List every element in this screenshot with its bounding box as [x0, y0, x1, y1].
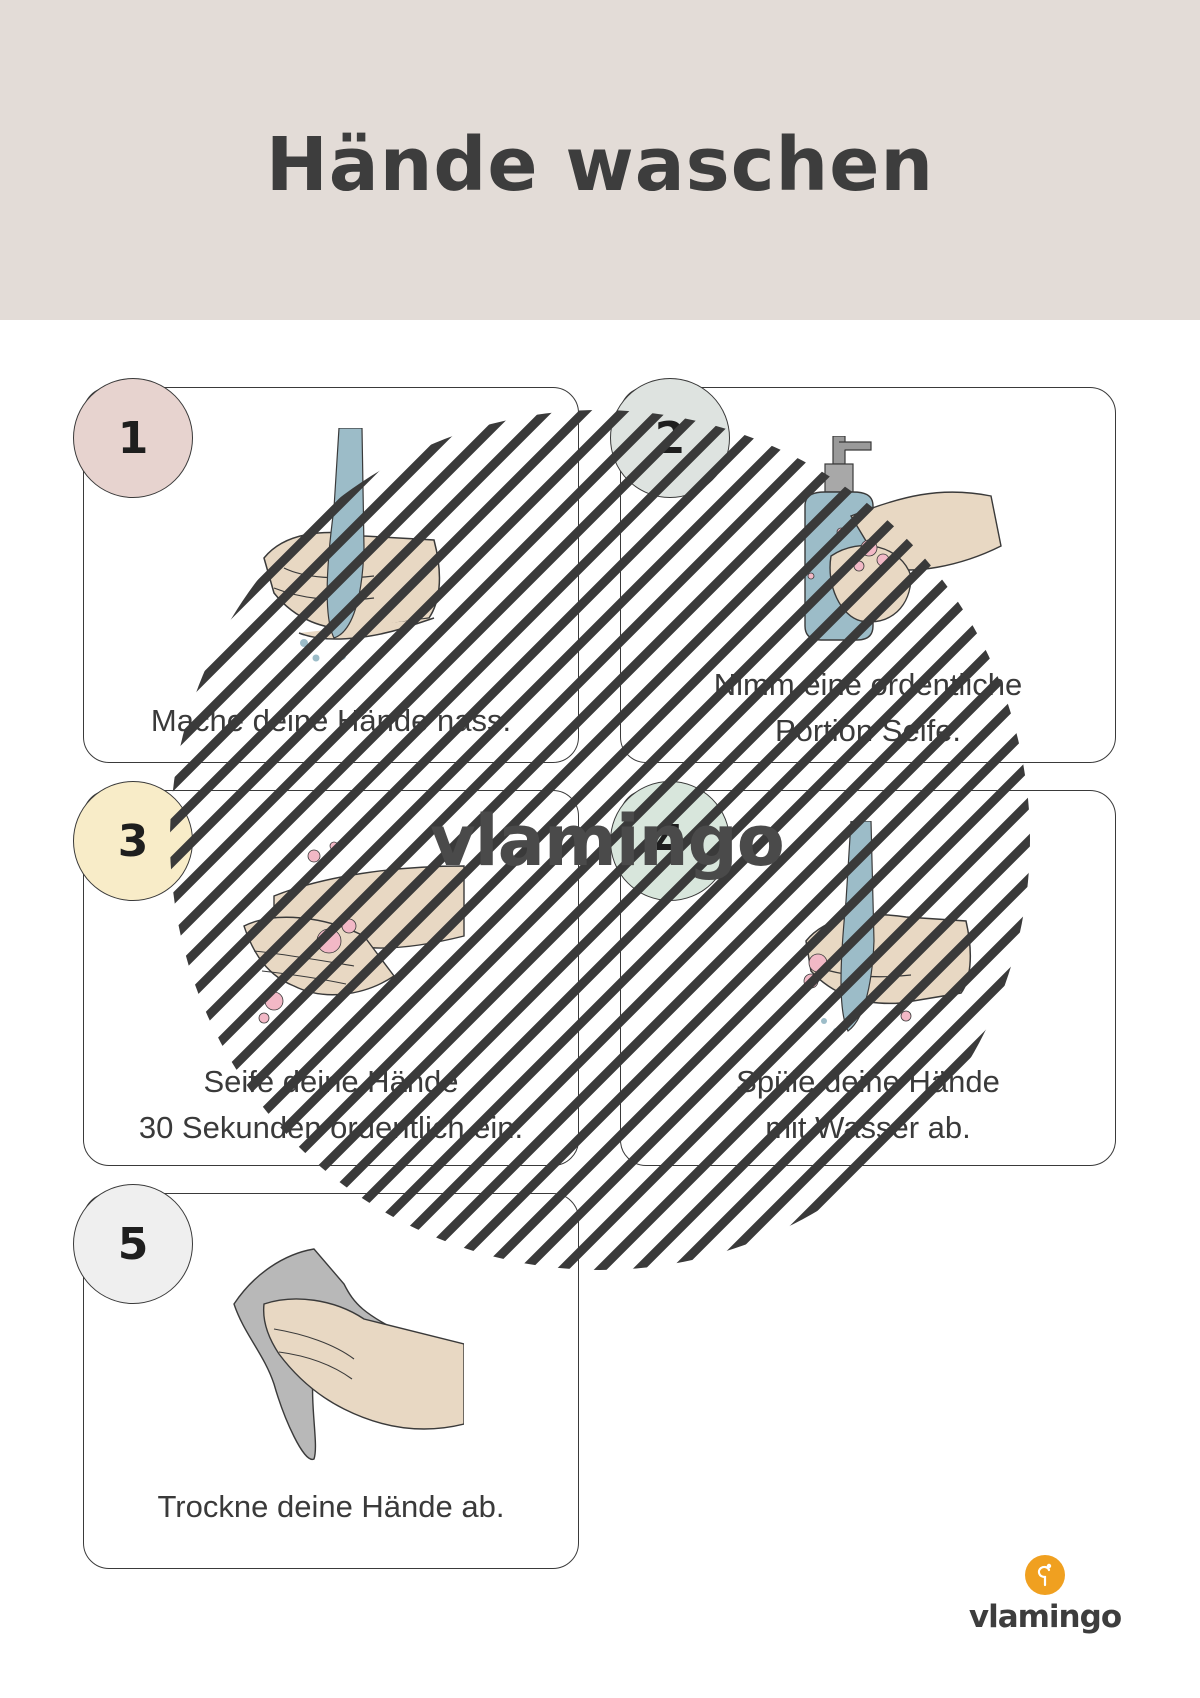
soap-dispenser-icon: [804, 436, 1002, 641]
caption-line: 30 Sekunden ordentlich ein.: [138, 1110, 524, 1145]
wet-hands-icon: [263, 428, 441, 662]
towel-dry-icon: [233, 1248, 464, 1460]
caption-line: Mache deine Hände nass.: [150, 703, 512, 738]
step-number-badge-3: 3: [73, 781, 193, 901]
caption-line: mit Wasser ab.: [765, 1110, 971, 1145]
rinse-hands-icon: [803, 821, 972, 1034]
step-caption: Spüle deine Hände mit Wasser ab.: [621, 1059, 1115, 1151]
step-number-badge-5: 5: [73, 1184, 193, 1304]
step-caption: Seife deine Hände 30 Sekunden ordentlich…: [84, 1059, 578, 1151]
step-number-badge-2: 2: [610, 378, 730, 498]
step-caption: Nimm eine ordentliche Portion Seife.: [621, 662, 1115, 754]
caption-line: Nimm eine ordentliche: [713, 667, 1023, 702]
step-caption: Mache deine Hände nass.: [84, 698, 578, 744]
flamingo-icon: [1025, 1555, 1065, 1595]
caption-line: Trockne deine Hände ab.: [157, 1489, 505, 1524]
caption-line: Seife deine Hände: [203, 1064, 459, 1099]
page-title: Hände waschen: [265, 122, 935, 208]
header-banner: [0, 0, 1200, 320]
brand-logo: vlamingo: [965, 1555, 1125, 1655]
watermark-logo-text: vlamingo: [430, 800, 785, 882]
step-caption: Trockne deine Hände ab.: [84, 1484, 578, 1530]
brand-logo-text: vlamingo: [968, 1599, 1122, 1635]
step-number-badge-1: 1: [73, 378, 193, 498]
caption-line: Spüle deine Hände: [736, 1064, 1000, 1099]
caption-line: Portion Seife.: [774, 713, 962, 748]
